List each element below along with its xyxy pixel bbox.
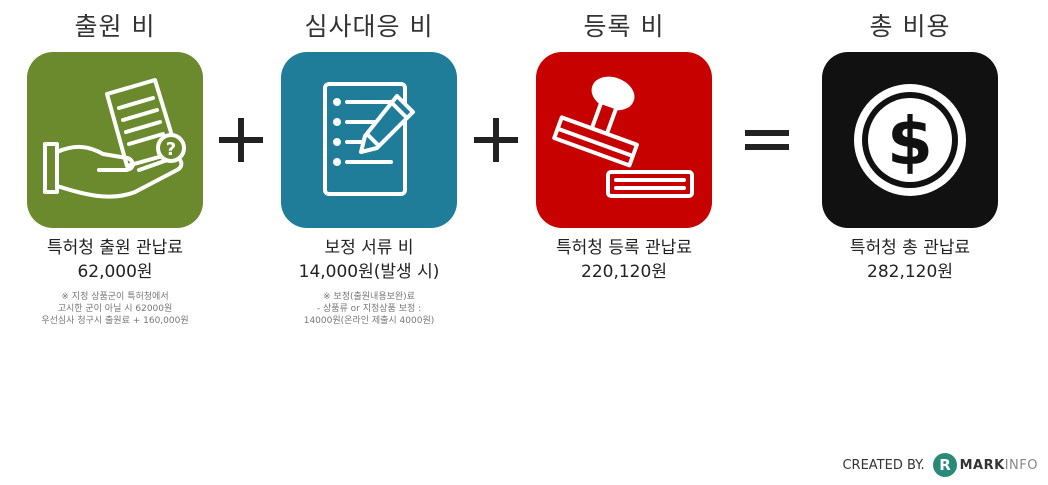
plus-icon [466, 110, 526, 170]
note-line: 우선심사 청구시 출원료 + 160,000원 [41, 316, 189, 326]
total-cost-tile: $ [822, 52, 998, 228]
examination-fee-tile [281, 52, 457, 228]
fee-amount: 220,120원 [581, 262, 667, 282]
svg-text:R: R [939, 456, 951, 474]
dollar-coin-icon: $ [822, 52, 998, 228]
note-line: - 상품류 or 지정상품 보정 : [316, 304, 422, 314]
registration-fee-tile [536, 52, 712, 228]
fee-note: ※ 지정 상품군이 특허청에서 고시한 군이 아닐 시 62000원 우선심사 … [0, 291, 235, 327]
fee-note: ※ 보정(출원내용보완)료 - 상품류 or 지정상품 보정 : 14000원(… [249, 291, 489, 327]
stamp-icon [536, 52, 712, 228]
fee-amount: 62,000원 [77, 262, 153, 282]
document-pen-icon [281, 52, 457, 228]
svg-text:$: $ [887, 103, 933, 180]
fee-label: 보정 서류 비 [324, 238, 414, 258]
svg-text:?: ? [166, 139, 176, 160]
note-line: 14000원(온라인 제출시 4000원) [303, 316, 435, 326]
note-line: ※ 지정 상품군이 특허청에서 [61, 292, 169, 302]
credit-footer: CREATED BY. R MARK INFO [842, 451, 1038, 479]
note-line: 고시한 군이 아닐 시 62000원 [57, 304, 173, 314]
column-title: 총 비용 [869, 12, 951, 41]
equals-icon [737, 110, 797, 170]
credit-prefix: CREATED BY. [842, 457, 925, 473]
application-fee-tile: ? [27, 52, 203, 228]
fee-amount: 14,000원(발생 시) [298, 262, 440, 282]
column-title: 등록 비 [583, 12, 665, 41]
fee-amount: 282,120원 [867, 262, 953, 282]
brand-name-light: INFO [1004, 457, 1038, 473]
plus-icon [211, 110, 271, 170]
fee-label: 특허청 총 관납료 [849, 238, 971, 258]
markinfo-logo-icon: R [932, 453, 957, 477]
column-title: 출원 비 [74, 12, 156, 41]
brand-name-bold: MARK [959, 457, 1005, 473]
hand-document-question-icon: ? [27, 52, 203, 228]
column-title: 심사대응 비 [304, 12, 434, 41]
fee-label: 특허청 등록 관납료 [556, 238, 692, 258]
note-line: ※ 보정(출원내용보완)료 [323, 292, 415, 302]
fee-label: 특허청 출원 관납료 [47, 238, 183, 258]
